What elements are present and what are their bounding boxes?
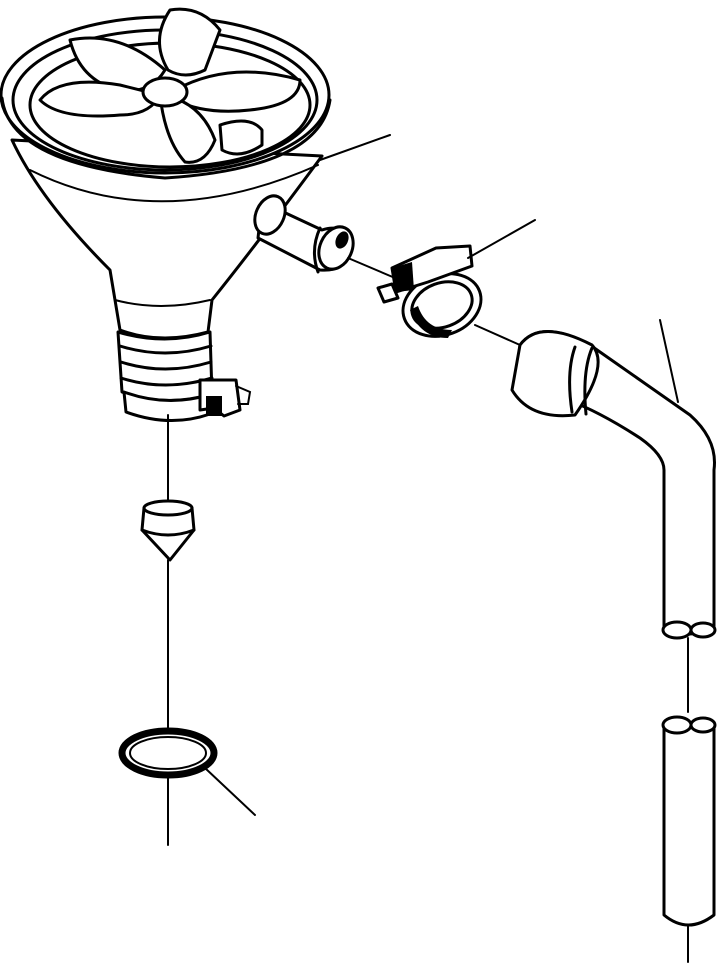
strainer-funnel [0,7,332,422]
connector-guide-line [347,257,396,279]
hose-clamp [376,244,483,338]
clamp-leader [467,219,536,259]
o-ring-leader [204,767,256,816]
funnel-leader [319,134,391,161]
hose-leader [659,319,679,403]
o-ring [118,727,218,779]
float-weight [140,499,196,562]
hose-connector [253,194,355,274]
clamp-guide-line [474,324,521,346]
bent-hose [510,330,717,640]
hose-lower-segment [661,715,717,927]
